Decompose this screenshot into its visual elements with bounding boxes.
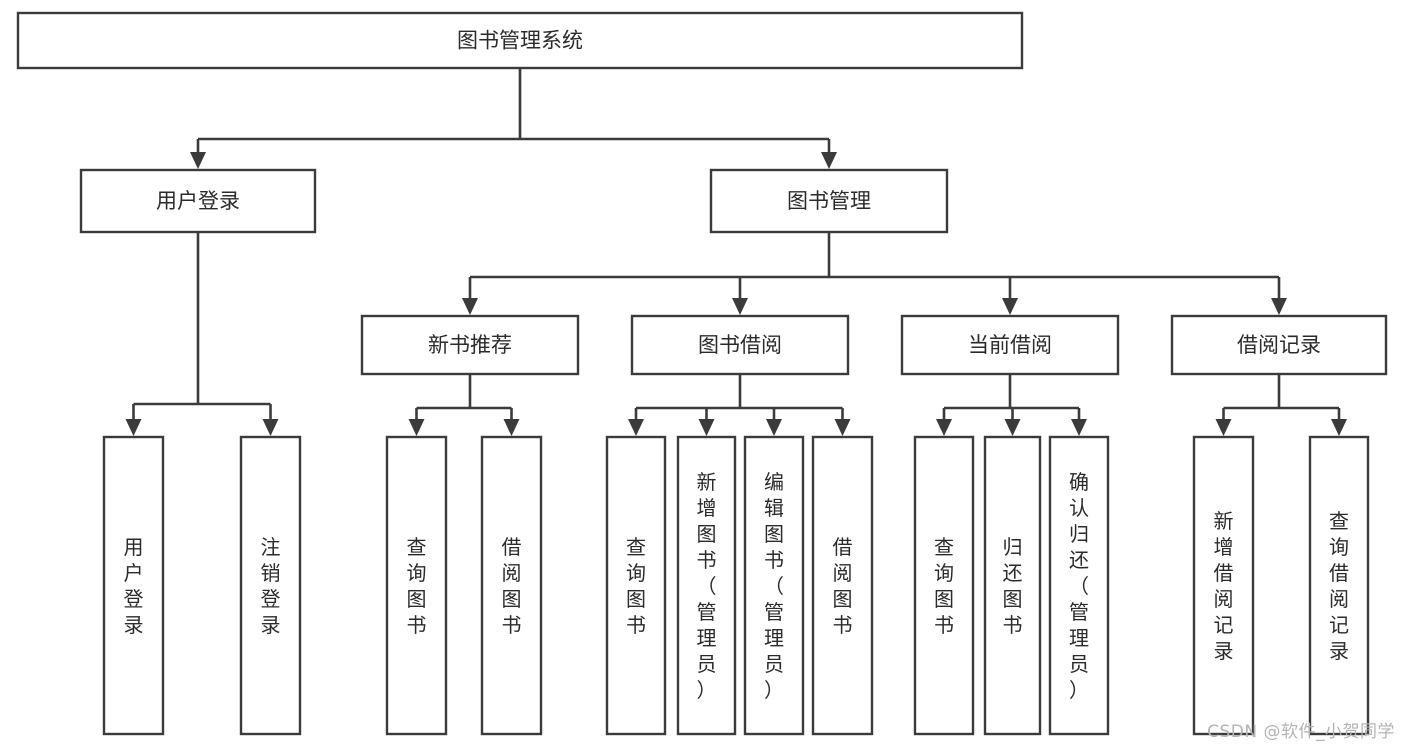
arrow-head-icon: [1331, 419, 1347, 436]
node-leaf-借阅图书-label: 借阅图书: [833, 535, 853, 637]
node-l2-新书推荐[interactable]: 新书推荐: [360, 314, 580, 376]
node-leaf-查询图书[interactable]: 查询图书: [913, 435, 975, 736]
node-leaf-归还图书-label: 归还图书: [1003, 535, 1023, 637]
node-leaf-归还图书-box[interactable]: [983, 435, 1042, 736]
node-l1-用户登录-label: 用户登录: [156, 189, 240, 213]
node-leaf-新增借阅记录-label: 新增借阅记录: [1214, 509, 1234, 663]
node-leaf-新增图书管理员[interactable]: 新增图书（管理员）: [676, 435, 737, 736]
node-root-图书管理系统-label: 图书管理系统: [457, 29, 583, 53]
node-leaf-查询图书-box[interactable]: [605, 435, 667, 736]
node-l2-借阅记录-label: 借阅记录: [1237, 333, 1321, 357]
node-l2-新书推荐-label: 新书推荐: [428, 333, 512, 357]
arrow-head-icon: [190, 152, 206, 169]
node-leaf-查询图书-label: 查询图书: [626, 535, 646, 637]
node-l1-用户登录[interactable]: 用户登录: [79, 168, 317, 234]
node-leaf-借阅图书-box[interactable]: [480, 435, 543, 736]
arrow-head-icon: [936, 419, 952, 436]
node-l2-图书借阅-label: 图书借阅: [698, 333, 782, 357]
arrow-head-icon: [732, 298, 748, 315]
node-leaf-查询图书-box[interactable]: [385, 435, 448, 736]
arrow-head-icon: [462, 298, 478, 315]
node-leaf-归还图书[interactable]: 归还图书: [983, 435, 1042, 736]
node-leaf-查询图书-label: 查询图书: [934, 535, 954, 637]
arrow-head-icon: [125, 419, 142, 436]
node-leaf-用户登录-label: 用户登录: [124, 535, 144, 637]
node-l2-图书借阅-box[interactable]: [630, 314, 850, 376]
node-l2-当前借阅-box[interactable]: [900, 314, 1120, 376]
node-l2-新书推荐-box[interactable]: [360, 314, 580, 376]
node-l2-借阅记录-box[interactable]: [1170, 314, 1388, 376]
arrow-head-icon: [698, 419, 715, 436]
node-leaf-确认归还管理员[interactable]: 确认归还（管理员）: [1048, 435, 1110, 736]
node-leaf-编辑图书管理员-box[interactable]: [743, 435, 805, 736]
node-leaf-注销登录[interactable]: 注销登录: [239, 435, 302, 736]
arrow-head-icon: [503, 419, 520, 436]
node-l2-图书借阅[interactable]: 图书借阅: [630, 314, 850, 376]
node-leaf-查询图书-label: 查询图书: [407, 535, 427, 637]
arrow-head-icon: [628, 419, 644, 436]
node-leaf-用户登录-box[interactable]: [102, 435, 165, 736]
arrow-head-icon: [1071, 419, 1087, 436]
arrow-head-icon: [1004, 419, 1021, 436]
node-leaf-新增图书管理员-label: 新增图书（管理员）: [697, 470, 717, 702]
node-l1-用户登录-box[interactable]: [79, 168, 317, 234]
node-l2-当前借阅[interactable]: 当前借阅: [900, 314, 1120, 376]
node-leaf-查询图书-box[interactable]: [913, 435, 975, 736]
node-root-图书管理系统[interactable]: 图书管理系统: [16, 11, 1024, 70]
node-leaf-用户登录[interactable]: 用户登录: [102, 435, 165, 736]
node-leaf-借阅图书[interactable]: 借阅图书: [811, 435, 874, 736]
node-l1-图书管理[interactable]: 图书管理: [709, 168, 949, 234]
node-leaf-编辑图书管理员-label: 编辑图书（管理员）: [764, 470, 784, 702]
nodes-layer: 图书管理系统用户登录图书管理新书推荐图书借阅当前借阅借阅记录用户登录注销登录查询…: [16, 11, 1388, 736]
node-l2-借阅记录[interactable]: 借阅记录: [1170, 314, 1388, 376]
node-root-图书管理系统-box[interactable]: [16, 11, 1024, 70]
node-leaf-新增借阅记录[interactable]: 新增借阅记录: [1192, 435, 1255, 736]
arrow-head-icon: [1215, 419, 1232, 436]
csdn-watermark: CSDN @软件_小贺同学: [1207, 722, 1395, 742]
arrow-head-icon: [408, 419, 425, 436]
arrow-head-icon: [1002, 298, 1018, 315]
node-leaf-确认归还管理员-box[interactable]: [1048, 435, 1110, 736]
node-leaf-注销登录-label: 注销登录: [261, 535, 281, 637]
node-leaf-借阅图书[interactable]: 借阅图书: [480, 435, 543, 736]
node-l2-当前借阅-label: 当前借阅: [968, 333, 1052, 357]
node-leaf-新增借阅记录-box[interactable]: [1192, 435, 1255, 736]
arrow-head-icon: [262, 419, 279, 436]
arrow-head-icon: [1271, 298, 1287, 315]
node-leaf-查询借阅记录-box[interactable]: [1308, 435, 1370, 736]
node-l1-图书管理-box[interactable]: [709, 168, 949, 234]
node-l1-图书管理-label: 图书管理: [787, 189, 871, 213]
node-leaf-借阅图书-box[interactable]: [811, 435, 874, 736]
node-leaf-新增图书管理员-box[interactable]: [676, 435, 737, 736]
arrow-head-icon: [766, 419, 782, 436]
node-leaf-注销登录-box[interactable]: [239, 435, 302, 736]
connectors-layer: [125, 68, 1347, 436]
node-leaf-查询借阅记录[interactable]: 查询借阅记录: [1308, 435, 1370, 736]
arrow-head-icon: [821, 152, 837, 169]
node-leaf-借阅图书-label: 借阅图书: [502, 535, 522, 637]
node-leaf-编辑图书管理员[interactable]: 编辑图书（管理员）: [743, 435, 805, 736]
node-leaf-查询图书[interactable]: 查询图书: [605, 435, 667, 736]
arrow-head-icon: [834, 419, 851, 436]
node-leaf-查询借阅记录-label: 查询借阅记录: [1329, 509, 1349, 663]
node-leaf-确认归还管理员-label: 确认归还（管理员）: [1069, 470, 1089, 702]
node-leaf-查询图书[interactable]: 查询图书: [385, 435, 448, 736]
